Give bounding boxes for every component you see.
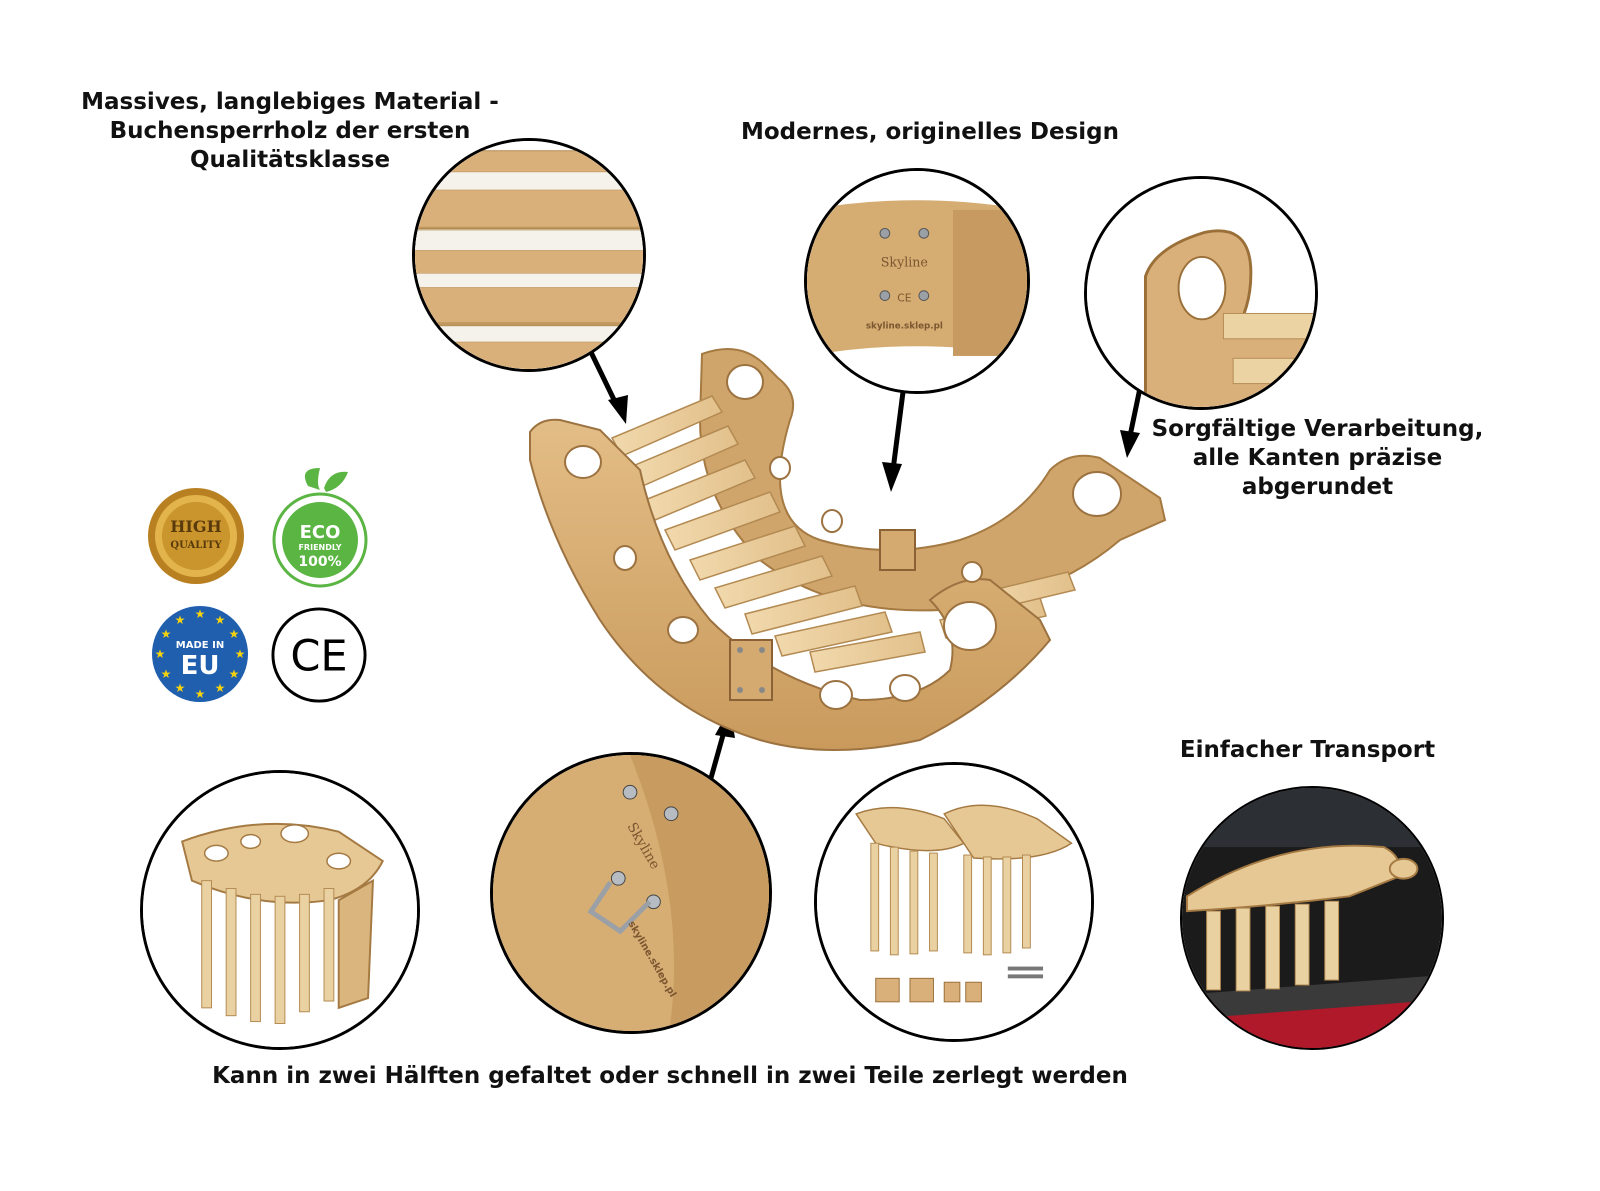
design-closeup-image: Skyline CE skyline.sklep.pl — [807, 171, 1027, 391]
design-url-text: skyline.sklep.pl — [866, 322, 943, 332]
hinge-closeup-image: Skyline skyline.sklep.pl — [493, 755, 769, 1031]
caption-material: Massives, langlebiges Material - Buchens… — [60, 88, 520, 175]
badge-made-in-eu: ★★★ ★★★ ★★★ ★★★ MADE IN EU — [150, 604, 250, 704]
arrow-design — [882, 391, 906, 492]
edges-closeup-image — [1087, 179, 1315, 407]
svg-text:★: ★ — [175, 613, 186, 627]
svg-text:★: ★ — [235, 647, 246, 661]
design-ce-text: CE — [897, 291, 911, 304]
badge-eu-line-1: MADE IN — [176, 640, 224, 651]
detail-circle-parts — [814, 762, 1094, 1042]
detail-circle-design: Skyline CE skyline.sklep.pl — [804, 168, 1030, 394]
detail-circle-transport — [1180, 786, 1444, 1050]
badge-high-quality-line-2: QUALITY — [170, 540, 222, 551]
svg-text:★: ★ — [229, 627, 240, 641]
disassembled-parts-image — [817, 765, 1091, 1039]
slats-closeup-image — [415, 141, 643, 369]
badge-ce-text: CE — [290, 632, 347, 682]
svg-text:★: ★ — [155, 647, 166, 661]
svg-text:★: ★ — [195, 687, 206, 701]
badge-high-quality-line-1: HIGH — [170, 517, 221, 536]
gold-seal-icon: HIGH QUALITY — [148, 488, 244, 584]
svg-text:★: ★ — [229, 667, 240, 681]
caption-transport: Einfacher Transport — [1165, 736, 1450, 765]
svg-text:★: ★ — [161, 667, 172, 681]
badge-eco-line-2: FRIENDLY — [298, 543, 341, 552]
caption-folding: Kann in zwei Hälften gefaltet oder schne… — [140, 1062, 1200, 1091]
caption-material-line-1: Massives, langlebiges Material - — [81, 89, 499, 115]
arrow-folding — [708, 708, 735, 779]
caption-workmanship-line-2: alle Kanten präzise — [1192, 445, 1443, 471]
caption-workmanship: Sorgfältige Verarbeitung, alle Kanten pr… — [1150, 415, 1485, 502]
svg-text:★: ★ — [215, 681, 226, 695]
badge-high-quality: HIGH QUALITY — [146, 486, 246, 586]
arrow-workmanship — [1120, 387, 1143, 458]
folded-rocker-image — [143, 773, 417, 1047]
svg-text:★: ★ — [175, 681, 186, 695]
rocker-arch — [529, 348, 1167, 751]
arrow-material — [585, 344, 628, 424]
detail-circle-edges — [1084, 176, 1318, 410]
caption-workmanship-line-3: abgerundet — [1241, 474, 1394, 500]
svg-text:★: ★ — [161, 627, 172, 641]
detail-circle-hinge: Skyline skyline.sklep.pl — [490, 752, 772, 1034]
badge-eu-line-2: EU — [181, 651, 220, 681]
car-trunk-image — [1182, 788, 1442, 1048]
leaf-recycle-icon: ECO FRIENDLY 100% — [272, 468, 368, 588]
caption-transport-text: Einfacher Transport — [1179, 737, 1436, 763]
badge-eco-line-1: ECO — [300, 522, 341, 543]
badge-eco-friendly: ECO FRIENDLY 100% — [268, 466, 368, 590]
ce-mark-icon: CE — [271, 607, 367, 703]
detail-circle-slats — [412, 138, 646, 372]
design-logo-text: Skyline — [881, 254, 928, 269]
detail-circle-folded — [140, 770, 420, 1050]
svg-text:★: ★ — [195, 607, 206, 621]
eu-stars-icon: ★★★ ★★★ ★★★ ★★★ MADE IN EU — [152, 606, 248, 702]
caption-design-text: Modernes, originelles Design — [740, 119, 1120, 145]
svg-text:★: ★ — [215, 613, 226, 627]
caption-workmanship-line-1: Sorgfältige Verarbeitung, — [1151, 416, 1484, 442]
caption-folding-text: Kann in zwei Hälften gefaltet oder schne… — [212, 1063, 1128, 1089]
caption-material-line-2: Buchensperrholz der ersten — [109, 118, 471, 144]
caption-design: Modernes, originelles Design — [730, 118, 1130, 147]
badge-ce: CE — [270, 606, 368, 704]
caption-material-line-3: Qualitätsklasse — [189, 147, 391, 173]
badge-eco-line-3: 100% — [298, 554, 341, 570]
